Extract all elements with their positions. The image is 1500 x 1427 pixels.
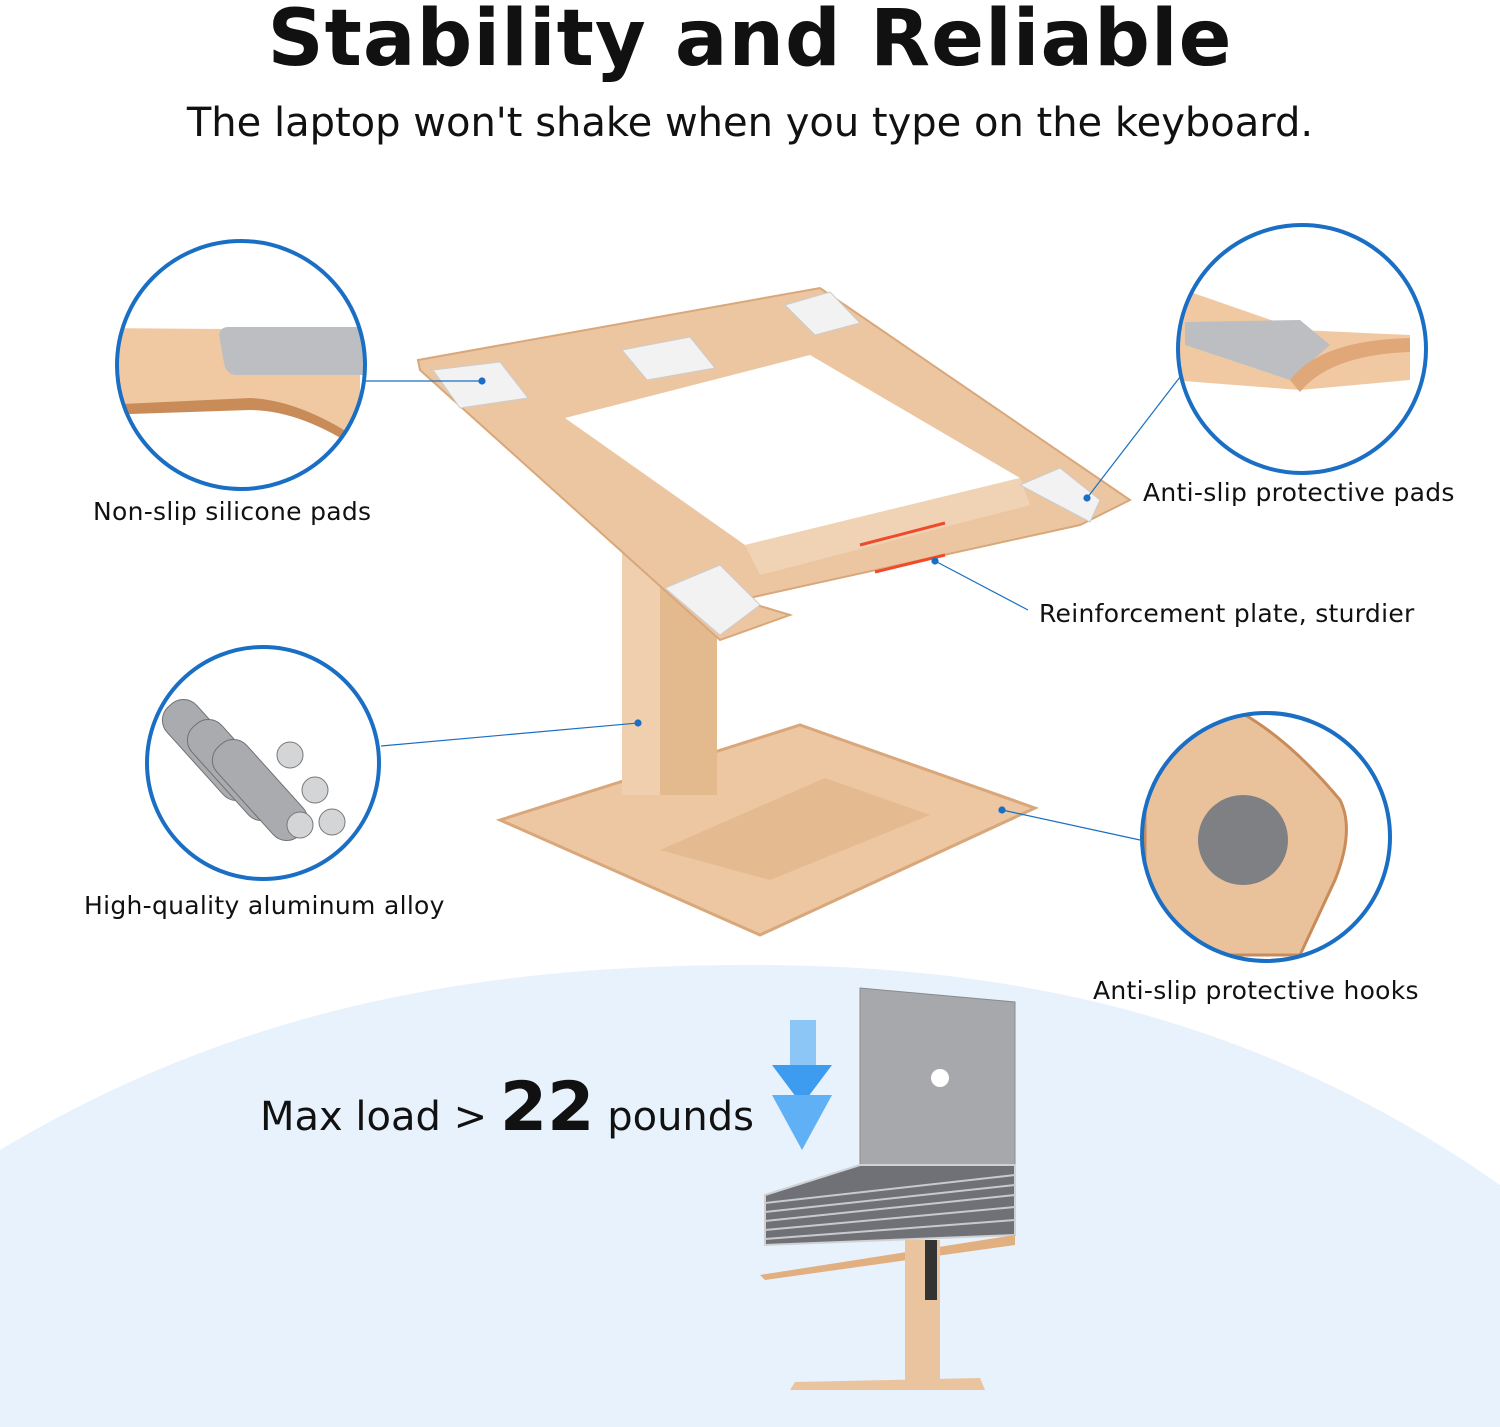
feature-label-aluminum-alloy: High-quality aluminum alloy [84,891,445,920]
down-arrow-icon [772,1020,832,1150]
feature-label-reinforcement-plate: Reinforcement plate, sturdier [1039,599,1415,628]
detail-aluminum-rods [161,698,346,842]
callout-lines [366,376,1181,841]
page-title: Stability and Reliable [267,0,1233,84]
max-load-value: 22 [499,1068,595,1147]
detail-anti-slip-pads [1178,285,1410,392]
feature-label-silicone-pads: Non-slip silicone pads [93,497,372,526]
max-load-unit: pounds [607,1094,755,1140]
apple-logo-icon [931,1069,949,1087]
page-subtitle: The laptop won't shake when you type on … [186,100,1314,146]
detail-silicone-pads [117,327,365,450]
laptop-stand-illustration [416,286,1132,937]
laptop-stack-illustration [760,987,1016,1390]
feature-label-anti-slip-hooks: Anti-slip protective hooks [1093,976,1419,1005]
feature-label-anti-slip-pads: Anti-slip protective pads [1143,478,1455,507]
max-load-text: Max load > 22 pounds [260,1068,754,1147]
detail-anti-slip-hooks [1143,713,1348,957]
background-shape [0,965,1500,1427]
max-load-prefix: Max load > [260,1094,488,1140]
